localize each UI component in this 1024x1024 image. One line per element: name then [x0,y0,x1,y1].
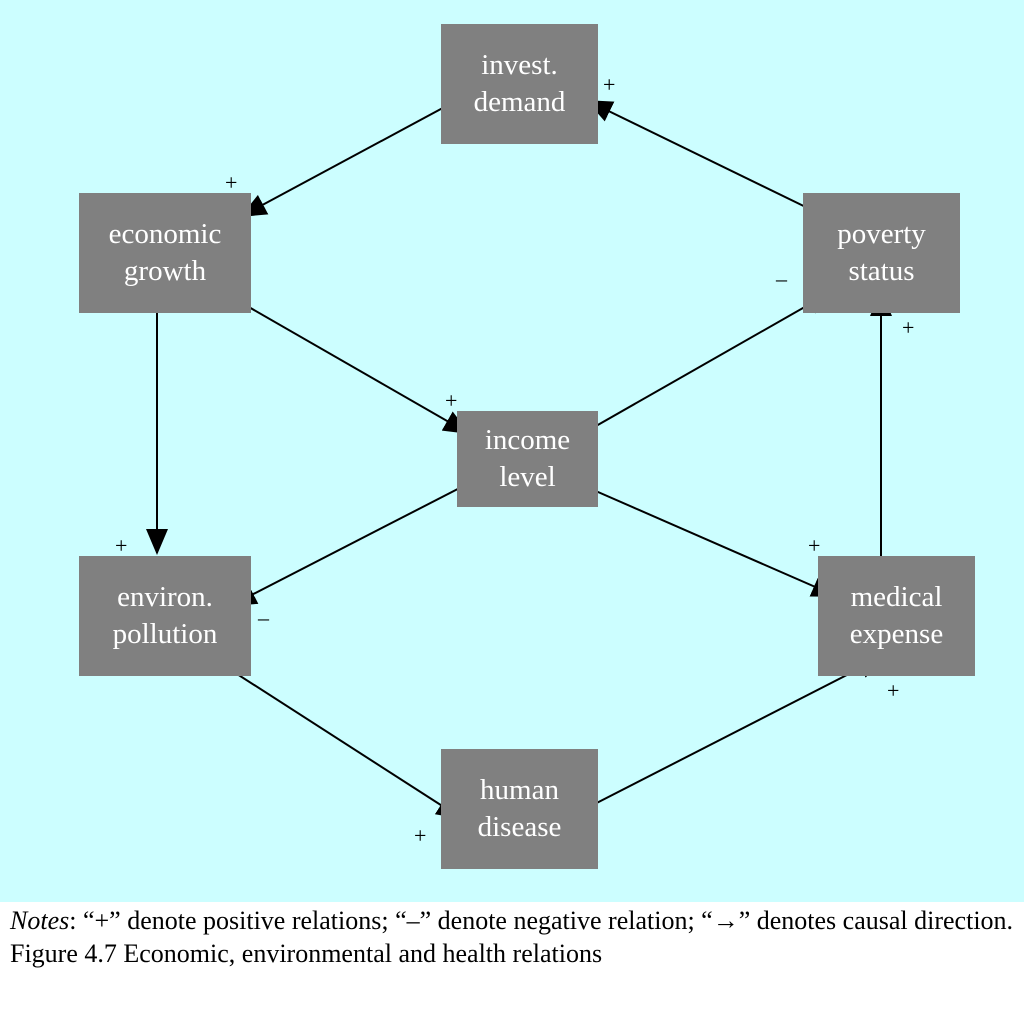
caption: Notes: “+” denote positive relations; “–… [10,904,1014,970]
sign-income-to-pollution: – [258,605,269,630]
node-income-level-line1: income [484,424,571,456]
notes-label: Notes [10,906,70,935]
sign-invest-to-growth: + [225,170,238,195]
notes-line: Notes: “+” denote positive relations; “–… [10,904,1014,937]
node-human-disease: human disease [441,749,598,869]
sign-growth-to-pollution: + [115,533,128,558]
figure-title: Figure 4.7 Economic, environmental and h… [10,939,603,968]
node-income-level-line2: level [499,461,556,493]
arrow-environ-pollution-to-human-disease [205,653,463,820]
node-medical-expense-line2: expense [849,618,944,650]
node-invest-demand-line2: demand [473,86,566,118]
arrow-layer [146,95,892,820]
node-invest-demand: invest. demand [441,24,598,144]
node-medical-expense: medical expense [818,556,975,676]
sign-medical-to-poverty: + [902,315,915,340]
arrow-poverty-status-to-invest-demand [586,100,819,214]
node-economic-growth-line2: growth [123,255,207,287]
notes-text: : “+” denote positive relations; “–” den… [69,906,1014,935]
node-poverty-status-line1: poverty [837,218,926,250]
arrow-income-level-to-environ-pollution [230,475,484,606]
node-environ-pollution-line2: pollution [112,618,218,650]
node-economic-growth-line1: economic [108,218,222,250]
arrow-invest-demand-to-economic-growth [240,95,466,217]
sign-income-to-poverty: – [776,266,787,291]
node-income-level: income level [457,411,598,507]
arrow-income-level-to-poverty-status [581,291,833,435]
arrow-economic-growth-to-income-level [220,290,470,434]
sign-pollution-to-disease: + [414,823,427,848]
sign-poverty-to-invest: + [603,72,616,97]
node-economic-growth: economic growth [79,193,251,313]
arrow-human-disease-to-medical-expense [580,656,884,812]
arrow-income-level-to-medical-expense [581,484,838,597]
sign-income-to-medical: + [808,533,821,558]
node-human-disease-line1: human [480,774,559,806]
sign-disease-to-medical: + [887,678,900,703]
sign-growth-to-income: + [445,388,458,413]
node-human-disease-line2: disease [477,811,562,843]
node-invest-demand-line1: invest. [481,49,558,81]
node-poverty-status-line2: status [848,255,915,287]
node-poverty-status: poverty status [803,193,960,313]
node-environ-pollution-line1: environ. [117,581,213,613]
node-environ-pollution: environ. pollution [79,556,251,676]
edge-group [146,95,892,820]
diagram-area: invest. demand economic growth poverty s… [0,0,1024,902]
node-medical-expense-line1: medical [850,581,943,613]
